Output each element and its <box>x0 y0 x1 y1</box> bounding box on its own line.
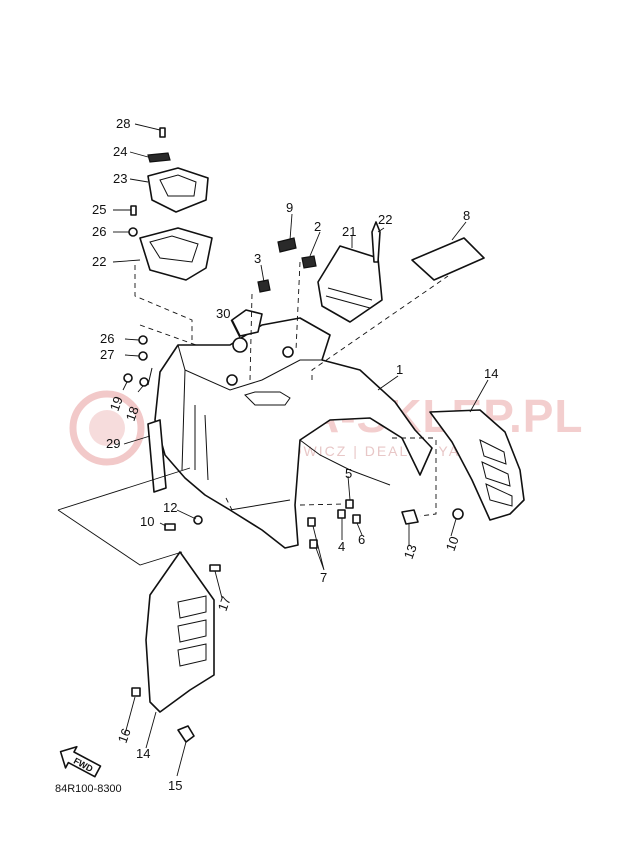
callout-15: 15 <box>168 778 182 793</box>
callout-10b: 10 <box>443 534 462 553</box>
callout-24: 24 <box>113 144 127 159</box>
callout-3: 3 <box>254 251 261 266</box>
fwd-arrow: FWD <box>59 745 102 778</box>
callout-26: 26 <box>92 224 106 239</box>
small-parts <box>123 221 485 743</box>
callout-16: 16 <box>115 726 134 745</box>
right-side-cover <box>429 409 525 521</box>
callouts: 28 24 23 25 26 22 9 2 3 21 22 8 30 26 27… <box>92 116 498 793</box>
callout-2: 2 <box>314 219 321 234</box>
callout-6: 6 <box>358 532 365 547</box>
callout-29: 29 <box>106 436 120 451</box>
callout-9: 9 <box>286 200 293 215</box>
callout-30: 30 <box>216 306 230 321</box>
watermark-logo <box>69 390 145 466</box>
callout-28: 28 <box>116 116 130 131</box>
callout-8: 8 <box>463 208 470 223</box>
callout-21: 22 <box>378 212 392 227</box>
callout-19: 19 <box>107 394 126 413</box>
callout-18: 18 <box>123 404 142 423</box>
callout-12: 13 <box>401 542 420 561</box>
callout-25: 25 <box>92 202 106 217</box>
front-fender <box>147 309 433 549</box>
callout-26b: 26 <box>100 331 114 346</box>
callout-7: 7 <box>320 570 327 585</box>
callout-10: 10 <box>140 514 154 529</box>
leader-lines <box>57 123 489 777</box>
callout-5: 5 <box>345 466 352 481</box>
upper-cover <box>128 127 213 281</box>
callout-1: 1 <box>396 362 403 377</box>
callout-27: 27 <box>100 347 114 362</box>
callout-13: 14 <box>136 746 150 761</box>
callout-17: 17 <box>215 594 234 613</box>
callout-4: 4 <box>338 539 345 554</box>
left-side-cover <box>145 551 215 713</box>
callout-23: 23 <box>113 171 127 186</box>
callout-20: 21 <box>342 224 356 239</box>
callout-22: 22 <box>92 254 106 269</box>
callout-11: 12 <box>163 500 177 515</box>
callout-14: 14 <box>484 366 498 381</box>
diagram-code: 84R100-8300 <box>55 783 122 795</box>
